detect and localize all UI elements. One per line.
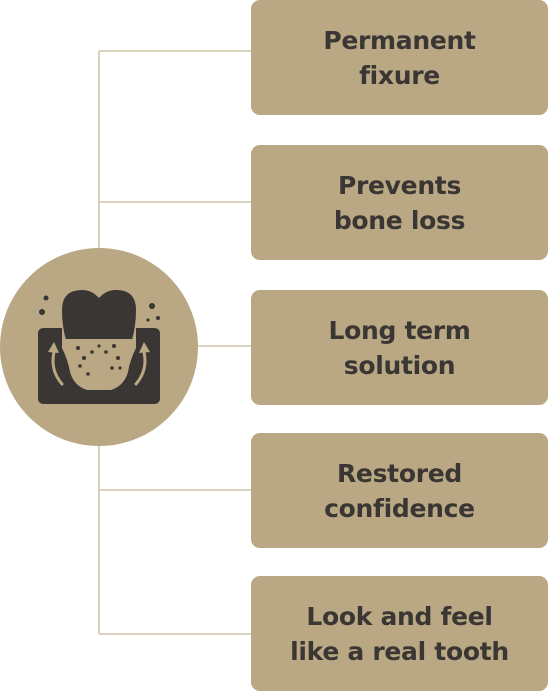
benefit-label: Restored confidence (324, 458, 475, 523)
benefit-label: Look and feel like a real tooth (290, 601, 509, 666)
benefit-box-long-term-solution: Long term solution (251, 290, 548, 405)
benefit-label: Permanent fixure (323, 25, 476, 90)
benefit-box-look-and-feel: Look and feel like a real tooth (251, 576, 548, 691)
center-circle (0, 248, 198, 446)
benefit-label: Long term solution (328, 315, 471, 380)
benefit-box-permanent-fixure: Permanent fixure (251, 0, 548, 115)
benefit-label: Prevents bone loss (333, 170, 466, 235)
benefit-box-prevents-bone-loss: Prevents bone loss (251, 145, 548, 260)
benefit-box-restored-confidence: Restored confidence (251, 433, 548, 548)
dental-implant-tooth-icon (38, 290, 160, 404)
